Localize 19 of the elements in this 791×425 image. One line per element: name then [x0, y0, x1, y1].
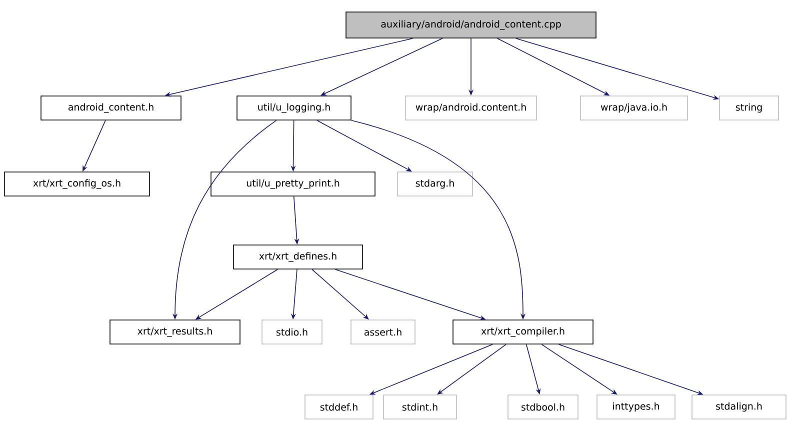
file-box: auxiliary/android/android_content.cpp: [346, 12, 596, 38]
file-box: util/u_logging.h: [236, 96, 352, 120]
file-box: xrt/xrt_results.h: [110, 320, 240, 344]
file-box: xrt/xrt_defines.h: [233, 244, 363, 270]
file-box: stdbool.h: [508, 394, 578, 420]
file-box: android_content.h: [40, 96, 182, 120]
file-box: string: [719, 96, 779, 120]
file-box: util/u_pretty_print.h: [210, 172, 376, 196]
file-box: inttypes.h: [596, 394, 676, 420]
file-box: stdint.h: [383, 394, 457, 420]
file-box: xrt/xrt_compiler.h: [452, 320, 594, 344]
file-box: wrap/java.io.h: [580, 96, 688, 120]
file-box: stdio.h: [262, 320, 322, 344]
file-box: assert.h: [350, 320, 416, 344]
file-box: wrap/android.content.h: [405, 96, 537, 120]
file-box: xrt/xrt_config_os.h: [4, 172, 150, 196]
file-box: stddef.h: [304, 394, 374, 420]
file-box: stdalign.h: [692, 394, 786, 420]
file-box: stdarg.h: [397, 172, 473, 196]
